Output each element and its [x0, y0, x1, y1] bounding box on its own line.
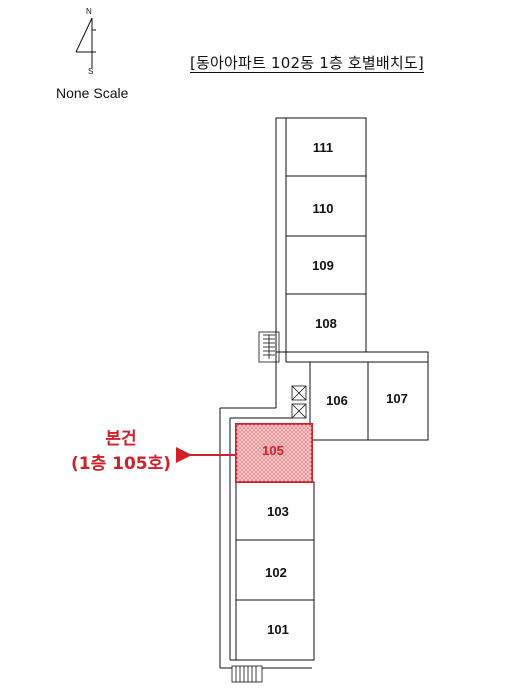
scale-note: None Scale	[56, 85, 129, 101]
unit-label-111: 111	[313, 140, 333, 155]
unit-label-102: 102	[265, 565, 287, 580]
unit-label-105: 105	[262, 443, 284, 458]
unit-label-106: 106	[326, 393, 348, 408]
unit-label-103: 103	[267, 504, 289, 519]
stair-icon	[258, 331, 280, 363]
compass-north-label: N	[86, 7, 92, 16]
unit-label-110: 110	[313, 201, 334, 216]
subject-callout: 본건 (1층 105호)	[56, 427, 186, 477]
unit-101	[235, 599, 315, 661]
entrance-stair-icon	[231, 665, 263, 683]
plan-title-text: [동아아파트 102동 1층 호별배치도]	[190, 54, 424, 73]
unit-107	[367, 361, 429, 441]
subject-label-line2: (1층 105호)	[70, 454, 172, 474]
unit-boxes	[235, 117, 429, 661]
unit-103	[235, 481, 315, 541]
elevator-icon	[291, 385, 307, 419]
unit-label-109: 109	[312, 258, 334, 273]
unit-106	[309, 361, 369, 441]
unit-label-107: 107	[386, 391, 408, 406]
unit-label-101: 101	[267, 622, 289, 637]
north-arrow-icon	[75, 17, 96, 68]
subject-label-line1: 본건	[105, 429, 137, 449]
compass-south-label: S	[88, 67, 94, 76]
unit-108	[285, 293, 367, 353]
unit-102	[235, 539, 315, 601]
plan-title: [동아아파트 102동 1층 호별배치도]	[190, 52, 424, 73]
unit-label-108: 108	[315, 316, 337, 331]
